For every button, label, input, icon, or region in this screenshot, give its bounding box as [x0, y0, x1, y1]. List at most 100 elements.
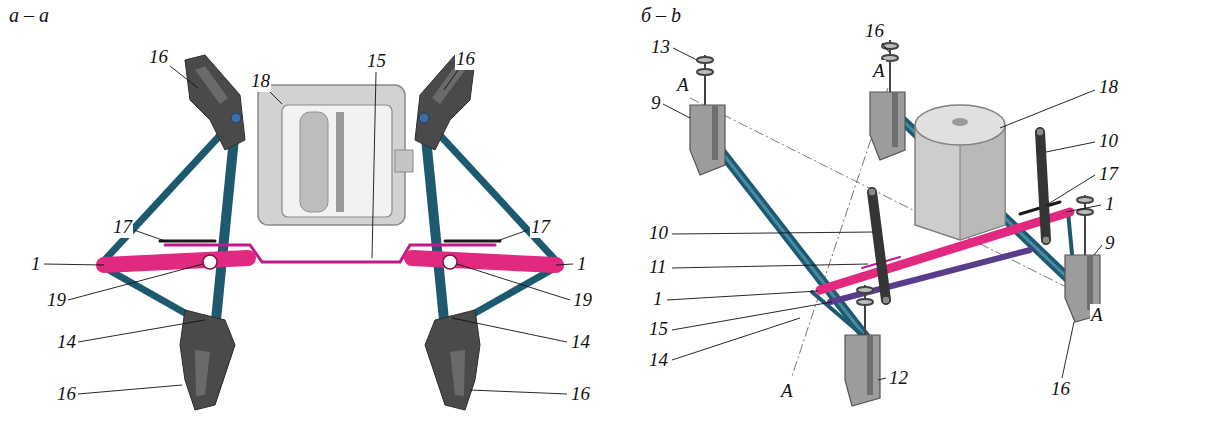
tine — [450, 350, 465, 396]
gearbox — [336, 112, 344, 212]
frame-triangle — [100, 118, 236, 330]
pivot-bolt — [419, 113, 429, 123]
gearbox — [258, 85, 413, 225]
callout-number: 18 — [1098, 76, 1119, 98]
callout-number: 16 — [864, 20, 885, 42]
callout-number: 16 — [570, 383, 591, 405]
callout-number: 14 — [648, 349, 669, 371]
link-arm — [872, 192, 886, 300]
tine-block — [870, 92, 905, 160]
callout-number: 10 — [648, 222, 669, 244]
spring-post — [697, 57, 713, 63]
panel-label: б – b — [640, 4, 682, 26]
rod — [445, 240, 500, 243]
spring-post — [857, 287, 873, 293]
callout-number: 11 — [648, 256, 668, 278]
leader-line — [556, 264, 573, 265]
leader-line — [663, 104, 690, 118]
leader-line — [270, 92, 282, 104]
leader-line — [452, 318, 567, 342]
leader-line — [497, 230, 528, 241]
leader-line — [1094, 245, 1102, 255]
spring-post — [1077, 209, 1093, 215]
leader-line — [672, 302, 832, 330]
section-axis — [690, 88, 1088, 376]
tine — [195, 66, 228, 104]
callout-number: 16 — [148, 46, 169, 68]
tine-block — [690, 105, 725, 175]
frame-triangle — [100, 118, 560, 330]
leader-line — [1046, 142, 1095, 152]
spring-post — [697, 69, 713, 75]
callout-number: 9 — [650, 92, 662, 114]
gearbox — [258, 85, 405, 225]
callout-number: 15 — [648, 318, 669, 340]
callout-number: 14 — [570, 331, 591, 353]
leader-line — [78, 320, 205, 342]
tine-block — [867, 335, 873, 395]
pivot-bolt — [231, 113, 429, 123]
arm-pin — [868, 188, 876, 196]
leader-line — [672, 318, 800, 360]
tine — [425, 310, 480, 410]
callout-number: 18 — [250, 70, 271, 92]
tine-block — [690, 92, 1100, 406]
leader-line — [372, 72, 376, 258]
spring-post — [857, 299, 873, 305]
link-arm — [872, 132, 1046, 300]
tine — [432, 66, 465, 104]
leader-line — [44, 43, 1102, 394]
leader-line — [457, 264, 570, 300]
spring-post — [1077, 197, 1093, 203]
callout-number: 1 — [576, 253, 588, 275]
bushing — [203, 255, 217, 269]
leader-line — [1000, 90, 1095, 128]
gearbox — [282, 105, 392, 217]
arm-pin — [1042, 236, 1050, 244]
tine-block — [892, 92, 898, 147]
frame-bar — [720, 150, 868, 340]
leader-line — [44, 264, 104, 265]
section-mark: A — [676, 74, 690, 96]
callout-number: 16 — [56, 383, 77, 405]
leader-line — [878, 378, 886, 380]
callout-number: 10 — [1098, 130, 1119, 152]
leader-line — [1066, 205, 1101, 212]
leader-line — [1062, 322, 1074, 378]
leader-line — [68, 264, 203, 300]
arm-pin — [882, 296, 890, 304]
arm-pin — [1036, 128, 1044, 136]
leader-line — [672, 264, 868, 268]
rod — [160, 240, 215, 243]
callout-number: 15 — [366, 50, 387, 72]
tine — [180, 310, 235, 410]
link-arm — [1040, 132, 1046, 240]
callout-number: 13 — [650, 36, 671, 58]
tine-block — [845, 335, 880, 406]
bushing — [203, 255, 457, 269]
section-mark: A — [872, 60, 886, 82]
leader-line — [134, 230, 165, 241]
tine — [185, 55, 245, 150]
leader-line — [170, 66, 198, 88]
callout-number: 9 — [1104, 232, 1116, 254]
bushing — [443, 255, 457, 269]
gearbox — [915, 105, 1005, 240]
leader-line — [78, 385, 182, 394]
tine — [195, 66, 465, 396]
pivot-bolt — [231, 113, 241, 123]
leader-line — [444, 70, 458, 90]
leader-line — [667, 291, 818, 300]
callout-number: 17 — [1098, 163, 1119, 185]
gearbox — [300, 112, 328, 212]
leader-line — [882, 43, 889, 52]
gearbox — [395, 150, 413, 172]
tine-block — [1087, 255, 1093, 310]
callout-number: 16 — [1050, 378, 1071, 400]
section-mark: A — [780, 380, 794, 402]
callout-number: 19 — [572, 289, 593, 311]
spring-post — [697, 40, 1093, 335]
callout-number: 1 — [1104, 193, 1116, 215]
